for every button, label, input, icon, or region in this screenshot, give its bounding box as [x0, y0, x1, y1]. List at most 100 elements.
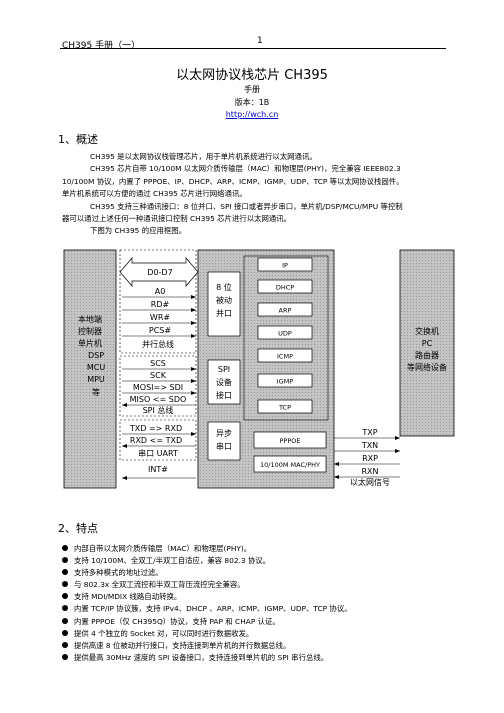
feature-text: 与 802.3x 全双工流控和半双工背压流控完全兼容。 [74, 580, 245, 590]
network-device-label: PC [422, 339, 433, 348]
protocol-label: TCP [278, 404, 291, 412]
parallel-bus-label: 并行总线 [142, 339, 174, 349]
parallel-interface-label: 8 位 [216, 282, 232, 292]
mac-phy-box [253, 455, 327, 473]
protocol-box-udp [257, 325, 313, 340]
uart-bus-label: 串口 UART [138, 449, 178, 458]
protocol-label: IP [282, 262, 288, 270]
controller-label: 等 [92, 387, 100, 397]
protocol-label: ARP [279, 307, 292, 315]
controller-label: MPU [87, 375, 105, 384]
feature-item: 支持 MDI/MDIX 线路自动转换。 [62, 591, 462, 603]
feature-text: 支持 10/100M、全双工/半双工自适应，兼容 802.3 协议。 [74, 556, 271, 566]
controller-label: 本地端 [78, 314, 102, 324]
feature-text: 支持多种模式的地址过滤。 [74, 568, 163, 578]
overview-text: CH395 是以太网协议栈管理芯片，用于单片机系统进行以太网通讯。 CH395 … [62, 151, 448, 238]
protocol-box-igmp [257, 373, 313, 388]
feature-item: 提供最高 30MHz 速度的 SPI 设备接口，支持连接到单片机的 SPI 串行… [62, 652, 462, 664]
ethernet-signal-label: TXP [361, 428, 377, 437]
document-title: 以太网协议栈芯片 CH395 [176, 68, 328, 83]
bullet-icon [62, 653, 68, 660]
section-1-heading: 1、概述 [58, 133, 98, 146]
feature-text: 提供最高 30MHz 速度的 SPI 设备接口，支持连接到单片机的 SPI 串行… [74, 652, 329, 662]
protocol-box-dhcp [257, 279, 313, 294]
feature-item: 支持多种模式的地址过滤。 [62, 567, 462, 579]
controller-label: DSP [88, 351, 104, 360]
int-signal-label: INT# [148, 465, 168, 474]
protocol-label: IGMP [277, 378, 294, 386]
ethernet-signal-label-caption: 以太网信号 [350, 477, 390, 487]
feature-text: 提供高速 8 位被动并行接口，支持连接到单片机的并行数据总线。 [74, 640, 291, 650]
feature-text: 内置 PPPOE（仅 CH395Q）协议，支持 PAP 和 CHAP 认证。 [74, 616, 280, 626]
protocol-label: UDP [278, 330, 292, 338]
spi-interface-label: SPI [218, 365, 230, 374]
uart-signal-label: TXD => RXD [129, 424, 182, 433]
ethernet-signal-label: TXN [361, 441, 378, 450]
feature-text: 提供 4 个独立的 Socket 对，可以同时进行数据收发。 [74, 628, 254, 638]
bullet-icon [62, 569, 68, 576]
parallel-signal-label: A0 [155, 287, 166, 296]
protocol-box-tcp [257, 399, 313, 414]
protocol-box-ip [257, 257, 313, 272]
data-bus-arrow [119, 257, 199, 287]
spi-bus-label: SPI 总线 [143, 405, 174, 415]
uart-interface-box [207, 421, 241, 461]
bullet-icon [62, 629, 68, 636]
bullet-icon [62, 593, 68, 600]
controller-label: 控制器 [78, 326, 102, 336]
spi-interface-box [207, 359, 241, 405]
parallel-signal-label: PCS# [149, 326, 171, 335]
protocol-label: ICMP [277, 353, 293, 361]
overview-line: 10/100M 协议，内置了 PPPOE、IP、DHCP、ARP、ICMP、IG… [62, 176, 404, 186]
feature-item: 内部自带以太网介质传输层（MAC）和物理层(PHY)。 [62, 543, 462, 555]
protocol-box-icmp [257, 348, 313, 363]
spi-signal-label: SCS [150, 359, 166, 368]
bullet-icon [62, 641, 68, 648]
ethernet-signal-label: RXN [361, 467, 378, 476]
application-block-diagram: 本地端 控制器 单片机 DSP MCU MPU 等 交换机 PC 路由器 等网络… [63, 249, 455, 489]
page-number: 1 [257, 36, 263, 46]
spi-signal-label: MISO <= SDO [130, 395, 187, 404]
pppoe-box [253, 431, 327, 449]
network-device-label: 交换机 [415, 326, 439, 336]
pppoe-label: PPPOE [280, 437, 301, 445]
controller-label: 单片机 [78, 338, 102, 348]
feature-list: 内部自带以太网介质传输层（MAC）和物理层(PHY)。 支持 10/100M、全… [62, 543, 462, 664]
overview-line: CH395 支持三种通讯接口：8 位并口、SPI 接口或者异步串口，单片机/DS… [90, 201, 403, 211]
protocol-label: DHCP [276, 284, 294, 292]
parallel-interface-label: 并口 [216, 308, 232, 318]
feature-item: 与 802.3x 全双工流控和半双工背压流控完全兼容。 [62, 579, 462, 591]
spi-interface-label: 接口 [216, 390, 232, 400]
doc-header-label: CH395 手册（一） [62, 41, 141, 51]
overview-line: 器可以通过上述任何一种通讯接口控制 CH395 芯片进行以太网通讯。 [62, 214, 292, 224]
section-2-heading: 2、特点 [58, 522, 98, 535]
spi-signal-label: SCK [150, 371, 167, 380]
bullet-icon [62, 605, 68, 612]
feature-text: 内部自带以太网介质传输层（MAC）和物理层(PHY)。 [74, 544, 252, 553]
uart-interface-label: 异步 [216, 429, 232, 438]
ethernet-signal-label: RXP [362, 454, 378, 463]
feature-text: 支持 MDI/MDIX 线路自动转换。 [74, 592, 182, 602]
feature-item: 提供 4 个独立的 Socket 对，可以同时进行数据收发。 [62, 628, 462, 640]
spi-signal-label: MOSI=> SDI [133, 383, 183, 392]
spi-bus-region [119, 355, 197, 417]
network-device-label: 路由器 [415, 350, 439, 360]
bullet-icon [62, 617, 68, 624]
overview-line: 单片机系统可以方便的通过 CH395 芯片进行网络通讯。 [62, 189, 247, 199]
feature-item: 支持 10/100M、全双工/半双工自适应，兼容 802.3 协议。 [62, 555, 462, 567]
uart-interface-label: 串口 [216, 442, 232, 451]
overview-line: CH395 芯片自带 10/100M 以太网介质传输层（MAC）和物理层(PHY… [90, 164, 401, 174]
bullet-icon [62, 581, 68, 588]
feature-text: 内置 TCP/IP 协议簇，支持 IPv4、DHCP 、ARP、ICMP、IGM… [74, 604, 352, 614]
parallel-signal-label: WR# [150, 313, 170, 322]
document-kind: 手册 [244, 85, 260, 94]
parallel-interface-label: 被动 [216, 295, 232, 305]
website-link[interactable]: http://wch.cn [225, 110, 279, 119]
header-rule [60, 48, 446, 49]
controller-label: MCU [87, 363, 105, 372]
network-device-block [399, 249, 455, 437]
mac-phy-label: 10/100M MAC/PHY [260, 461, 320, 469]
feature-item: 内置 TCP/IP 协议簇，支持 IPv4、DHCP 、ARP、ICMP、IGM… [62, 603, 462, 615]
parallel-interface-box [207, 271, 241, 337]
network-device-label: 等网络设备 [407, 362, 447, 372]
